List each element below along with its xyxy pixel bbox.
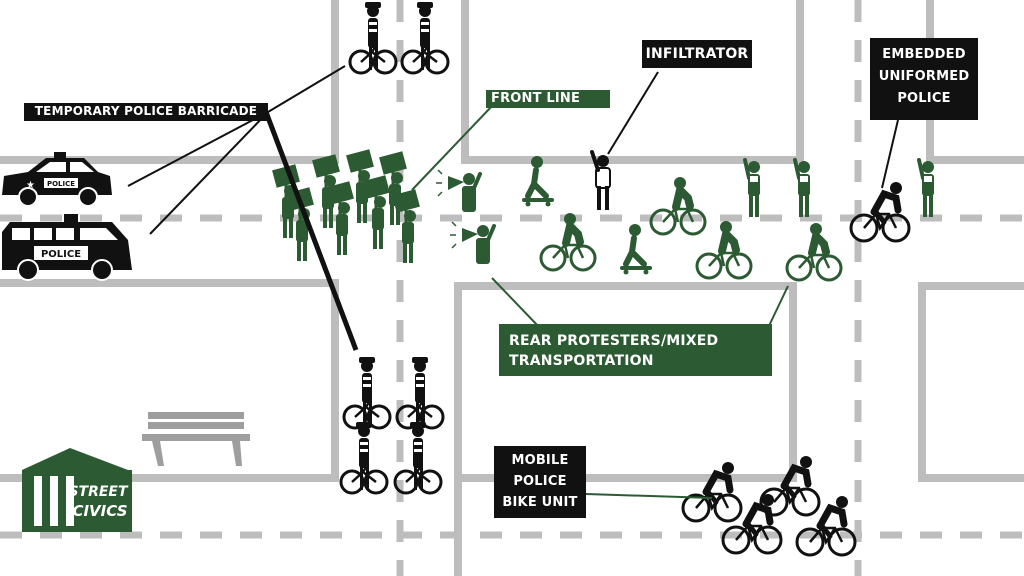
rear-protesters	[522, 156, 841, 280]
label-text: TEMPORARY POLICE BARRICADE	[34, 104, 258, 118]
label-line-2: UNIFORMED	[878, 69, 970, 84]
label-line-1: MOBILE	[511, 453, 569, 468]
police-car-text: POLICE	[47, 180, 75, 188]
label-embedded-uniformed-police: EMBEDDED UNIFORMED POLICE	[870, 38, 978, 120]
green-callout-lines	[411, 105, 789, 329]
street-civics-logo: STREET CIVICS	[22, 448, 132, 532]
police-van: POLICE	[2, 214, 132, 281]
label-front-line: FRONT LINE	[486, 90, 610, 108]
police-officers-barricade	[339, 355, 445, 495]
label-infiltrator: INFILTRATOR	[642, 40, 752, 68]
label-text: INFILTRATOR	[645, 46, 749, 62]
label-temporary-police-barricade: TEMPORARY POLICE BARRICADE	[24, 103, 268, 121]
label-rear-protesters: REAR PROTESTERS/MIXED TRANSPORTATION	[499, 324, 772, 376]
barricade-line	[263, 111, 359, 351]
label-line-1: EMBEDDED	[882, 47, 966, 62]
infiltrator-figure	[590, 150, 611, 210]
embedded-police-figures	[851, 158, 936, 241]
logo-text-2: CIVICS	[72, 502, 127, 520]
label-line-2: POLICE	[513, 474, 567, 489]
police-car: POLICE ★	[2, 152, 112, 207]
label-line-3: BIKE UNIT	[502, 495, 578, 510]
bike-unit-callout-line	[585, 493, 713, 499]
label-line-3: POLICE	[897, 91, 951, 106]
svg-text:★: ★	[26, 180, 35, 191]
label-mobile-police-bike-unit: MOBILE POLICE BIKE UNIT	[494, 446, 586, 518]
label-text: FRONT LINE	[491, 91, 581, 106]
label-line-1: REAR PROTESTERS/MIXED	[509, 333, 719, 349]
police-van-text: POLICE	[41, 249, 81, 260]
label-line-2: TRANSPORTATION	[509, 353, 654, 369]
callout-lines	[127, 65, 899, 235]
park-bench	[142, 412, 250, 466]
mobile-police-bike-unit	[683, 456, 855, 555]
logo-text-1: STREET	[68, 484, 129, 500]
